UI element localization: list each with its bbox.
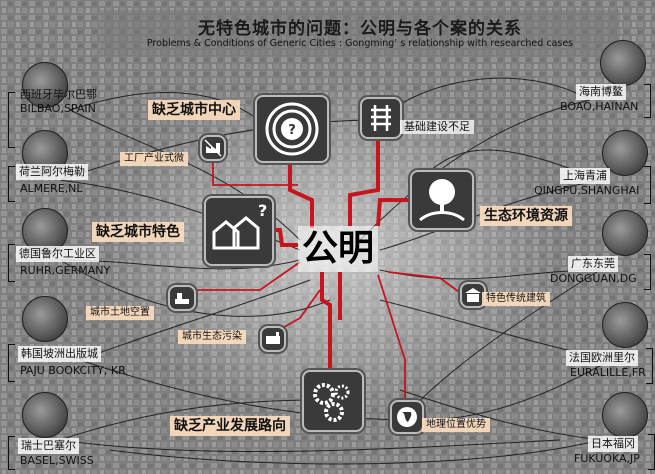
city-features-icon: ? [204,196,274,266]
svg-text:?: ? [258,201,267,220]
case-label-en: DONGGUAN,DG [550,272,637,285]
industry-gears-icon [302,370,364,432]
label-geo-advantage: 地理位置优势 [422,418,490,432]
case-label-zh: 广东东莞 [568,256,618,272]
case-photo [602,210,648,256]
case-photo [602,302,648,348]
case-photo [22,392,68,438]
city-center-icon: ? [255,95,329,163]
case-label-en: FUKUOKA,JP [574,452,640,465]
label-infrastructure: 基础建设不足 [400,120,474,134]
case-label-zh: 上海青浦 [560,168,610,184]
label-industrial-form: 工厂产业式微 [120,152,188,166]
case-label-zh: 西班牙毕尔巴鄂 [20,88,97,101]
pollution-icon [260,326,286,352]
case-label-en: BILBAO,SPAIN [20,102,96,115]
case-photo [602,392,648,438]
case-label-en: EURALILLE,FR [570,366,646,379]
center-name-gongming: 公明 [298,226,379,272]
title-english: Problems & Conditions of Generic Cities … [146,38,574,49]
case-label-en: QINGPU,SHANGHAI [534,184,640,197]
case-label-zh: 海南博鳌 [576,84,626,100]
red-connectors [258,140,410,380]
case-label-en: ALMERE,NL [20,182,83,195]
case-label-zh: 瑞士巴塞尔 [18,438,79,454]
case-photo [602,130,648,176]
case-label-en: RUHR,GERMANY [20,264,111,277]
case-label-en: BOAO,HAINAN [560,100,639,113]
label-lack-center: 缺乏城市中心 [148,100,240,120]
label-land-vacancy: 城市土地空置 [86,306,154,320]
infrastructure-icon [360,97,402,139]
case-label-en: BASEL,SWISS [20,454,94,467]
globe-icon [390,400,424,434]
svg-text:?: ? [288,123,296,138]
title-band: 无特色城市的问题：公明与各个案的关系 Problems & Conditions… [100,10,620,56]
label-lack-features: 缺乏城市特色 [92,222,184,242]
case-label-zh: 韩国坡洲出版城 [18,346,101,362]
case-photo [22,296,68,342]
case-label-zh: 法国欧洲里尔 [566,350,638,366]
label-eco-pollution: 城市生态污染 [178,330,246,344]
case-label-en: PAJU BOOKCITY, KR [20,364,126,377]
label-traditional-buildings: 特色传统建筑 [482,292,550,306]
factory-decline-icon [200,135,226,161]
case-photo [22,62,68,108]
eco-tree-icon [410,170,474,230]
case-label-zh: 荷兰阿尔梅勒 [16,164,88,180]
case-label-zh: 德国鲁尔工业区 [16,246,99,262]
label-lack-industry: 缺乏产业发展路向 [170,416,290,436]
land-vacancy-icon [168,285,196,311]
title-chinese: 无特色城市的问题：公明与各个案的关系 [198,19,522,39]
case-label-zh: 日本福冈 [588,436,638,452]
label-eco-resources: 生态环境资源 [480,206,572,226]
case-photo [600,40,646,86]
